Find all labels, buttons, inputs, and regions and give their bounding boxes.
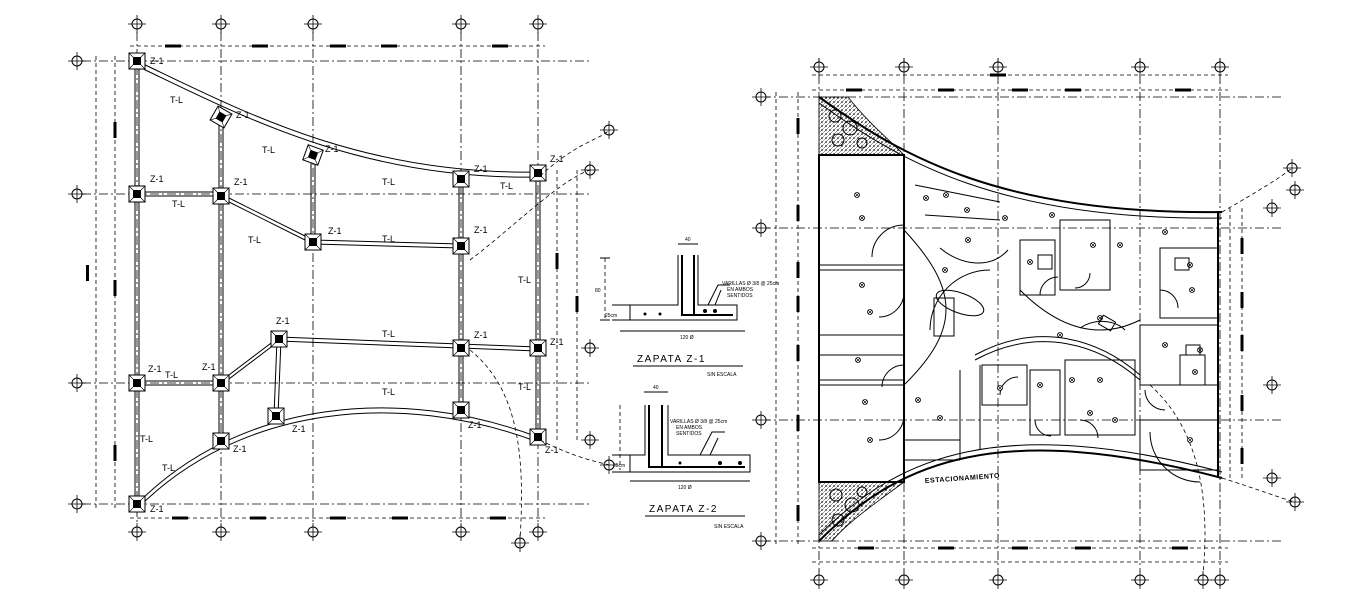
electrical-fixtures [854, 192, 1203, 443]
rebar-note: VARILLAS Ø 3/8 @ 25cm [670, 419, 727, 425]
rebar-note: EN AMBOS [727, 287, 754, 293]
footing-label: Z-1 [550, 337, 564, 347]
beam-labels: T-L T-L T-L T-L T-L T-L T-L T-L T-L T-L … [140, 95, 531, 473]
dimension-label: 25cm [605, 313, 617, 319]
footing-label: Z-1 [150, 504, 164, 514]
floor-dimension-lines [775, 73, 1244, 563]
rebar-note: EN AMBOS [676, 425, 703, 431]
footing-labels: Z-1 Z-1 Z-1 Z-1 Z-1 Z-1 Z-1 Z-1 Z-1 Z-1 … [148, 56, 564, 514]
footing-label: Z-1 [325, 144, 339, 154]
detail-title: ZAPATA Z-1 [637, 354, 706, 365]
footing-columns [128, 52, 547, 513]
beam-label: T-L [518, 275, 531, 285]
beam-label: T-L [500, 181, 513, 191]
dimension-label: 40 [685, 237, 691, 243]
footing-label: Z-1 [328, 226, 342, 236]
footing-label: Z-1 [233, 444, 247, 454]
footing-label: Z-1 [202, 362, 216, 372]
footing-label: Z-1 [276, 316, 290, 326]
footing-label: Z-1 [234, 177, 248, 187]
beam-label: T-L [382, 234, 395, 244]
detail-title: ZAPATA Z-2 [649, 504, 718, 515]
grid-bubbles [67, 14, 619, 553]
rebar-note: SENTIDOS [676, 431, 702, 437]
beam-label: T-L [382, 387, 395, 397]
structural-plan: Z-1 Z-1 Z-1 Z-1 Z-1 Z-1 Z-1 Z-1 Z-1 Z-1 … [67, 14, 619, 553]
footing-label: Z-1 [474, 225, 488, 235]
footing-detail-z1: 40 80 120 Ø 25cm VARILLAS Ø 3/8 @ 25cm E… [595, 237, 779, 378]
beam-label: T-L [382, 329, 395, 339]
beam-label: T-L [262, 145, 275, 155]
dimension-label: 80 [595, 288, 601, 294]
dimension-label: 120 Ø [680, 335, 694, 341]
parking-label: ESTACIONAMIENTO [925, 473, 1001, 485]
beam-label: T-L [172, 199, 185, 209]
footing-label: Z-1 [474, 330, 488, 340]
beam-label: T-L [162, 463, 175, 473]
footing-detail-z2: 40 120 Ø 25cm VARILLAS Ø 3/8 @ 25cm EN A… [612, 385, 751, 530]
dimension-label: 25cm [613, 463, 625, 469]
beam-label: T-L [165, 370, 178, 380]
beam-label: T-L [248, 235, 261, 245]
beam-label: T-L [140, 434, 153, 444]
footing-label: Z-1 [468, 420, 482, 430]
building-outline [818, 96, 1223, 542]
door-swings [871, 224, 1201, 483]
dimension-lines [86, 44, 579, 520]
footing-label: Z-1 [150, 56, 164, 66]
footing-label: Z-1 [236, 110, 250, 120]
foundation-beams [134, 60, 541, 510]
scale-note: SIN ESCALA [707, 372, 737, 378]
footing-label: Z-1 [550, 154, 564, 164]
footing-label: Z-1 [150, 174, 164, 184]
beam-label: T-L [382, 177, 395, 187]
footing-label: Z-1 [148, 364, 162, 374]
footing-label: Z-1 [292, 424, 306, 434]
floor-plan: ESTACIONAMIENTO [751, 57, 1305, 590]
dimension-label: 120 Ø [678, 485, 692, 491]
structural-axis-lines [82, 32, 592, 532]
scale-note: SIN ESCALA [714, 524, 744, 530]
footing-label: Z-1 [545, 445, 559, 455]
landscape-shrubs [828, 109, 868, 527]
rebar-note: VARILLAS Ø 3/8 @ 25cm [722, 281, 779, 287]
beam-label: T-L [170, 95, 183, 105]
footing-label: Z-1 [474, 164, 488, 174]
furniture-block [935, 254, 1201, 356]
dimension-label: 40 [653, 385, 659, 391]
rebar-note: SENTIDOS [727, 293, 753, 299]
floor-grid-bubbles [751, 57, 1305, 590]
beam-label: T-L [518, 382, 531, 392]
room-partitions [819, 184, 1219, 471]
